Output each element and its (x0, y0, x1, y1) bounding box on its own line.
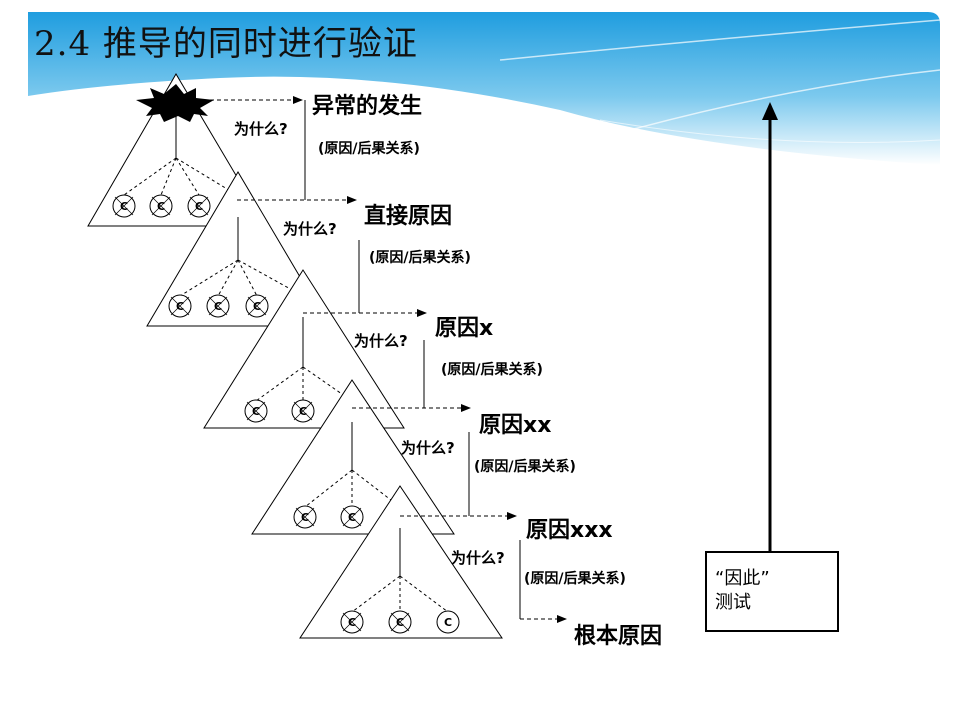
cause-tree-level-5 (299, 485, 503, 639)
why-label-5: 为什么? (451, 549, 505, 567)
why-label-4: 为什么? (401, 439, 455, 457)
step-label-cause-xxx: 原因xxx (526, 518, 613, 543)
step-label-cause-x: 原因x (435, 316, 494, 341)
step-label-cause-xx: 原因xx (479, 413, 552, 438)
step-label-root-cause: 根本原因 (574, 624, 663, 649)
cause-tree-level-1 (87, 73, 267, 227)
relation-label-3: (原因/后果关系) (441, 362, 543, 378)
relation-label-4: (原因/后果关系) (474, 459, 576, 475)
step-label-direct-cause: 直接原因 (364, 204, 453, 229)
header-banner (28, 12, 941, 165)
step-label-incident: 异常的发生 (312, 94, 423, 119)
verification-arrow (762, 102, 778, 551)
why-label-2: 为什么? (283, 220, 337, 238)
therefore-test-box: “因此” 测试 (705, 551, 839, 632)
test-box-line-1: “因此” (715, 568, 770, 589)
cause-connectors (210, 96, 567, 623)
test-box-line-2: 测试 (715, 592, 751, 613)
why-label-3: 为什么? (354, 332, 408, 350)
relation-label-1: (原因/后果关系) (318, 141, 420, 157)
relation-label-5: (原因/后果关系) (524, 571, 626, 587)
cause-tree-level-2 (146, 171, 330, 327)
relation-label-2: (原因/后果关系) (369, 250, 471, 266)
why-label-1: 为什么? (234, 120, 288, 138)
incident-burst-icon (136, 84, 214, 122)
slide-title: 2.4 推导的同时进行验证 (34, 24, 418, 64)
